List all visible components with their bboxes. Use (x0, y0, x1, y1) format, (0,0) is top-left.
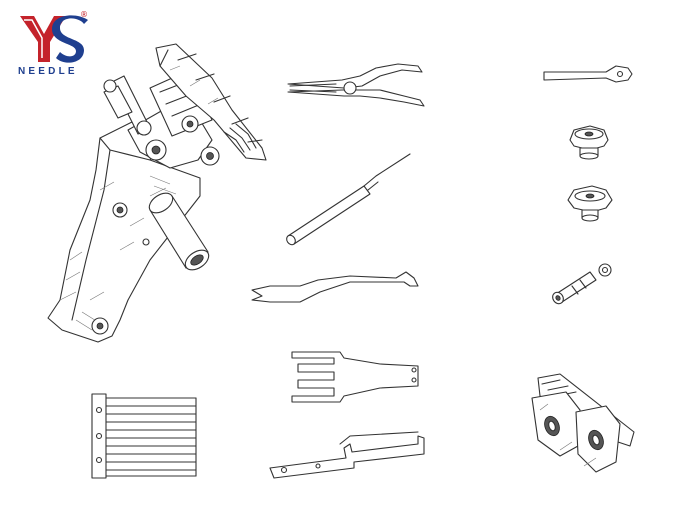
ys-logo-mark (20, 15, 88, 63)
brand-name: NEEDLE (18, 66, 78, 77)
flat-lever (251, 271, 419, 303)
knob-bottom (567, 185, 613, 222)
step-bracket (269, 431, 425, 479)
screw-washer (552, 263, 612, 305)
needle-bed-assembly (47, 43, 267, 343)
fork-plate (291, 351, 419, 403)
small-key (543, 65, 633, 83)
registered-mark: ® (80, 10, 88, 19)
comb-part (91, 393, 197, 479)
needle-clamp-block (531, 373, 635, 473)
knob-top (569, 125, 609, 160)
pliers (287, 63, 425, 107)
latch-tool (286, 153, 411, 246)
